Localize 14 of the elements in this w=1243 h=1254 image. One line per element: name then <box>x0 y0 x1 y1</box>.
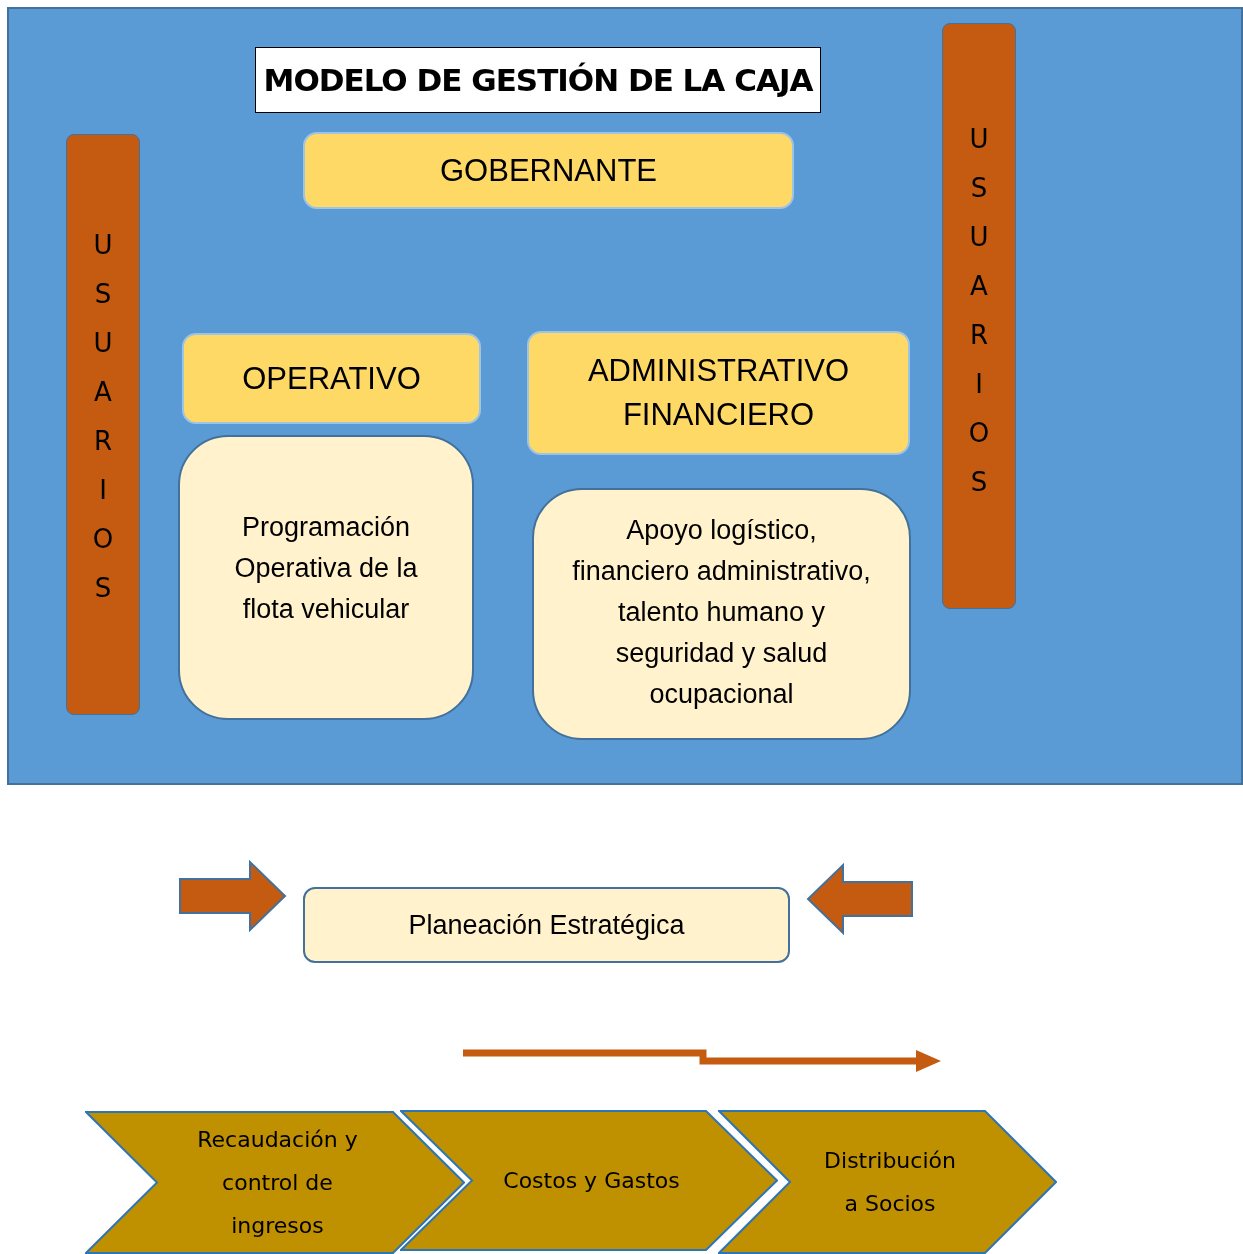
process-box: Planeación Estratégica <box>303 887 790 963</box>
vertical-banner: USUARIOS <box>942 23 1016 609</box>
block-arrow <box>806 862 913 936</box>
content-box: Apoyo logístico, financiero administrativo, talento humano y seguridad y salud ocupacional <box>532 488 911 740</box>
content-box: Programación Operativa de la flota vehicular <box>178 435 474 720</box>
title-box: MODELO DE GESTIÓN DE LA CAJA <box>255 47 821 113</box>
vertical-banner: USUARIOS <box>66 134 140 715</box>
chevron-step: Distribución a Socios <box>718 1110 1057 1254</box>
header-box: ADMINISTRATIVO FINANCIERO <box>527 331 910 455</box>
header-box: OPERATIVO <box>182 333 481 424</box>
header-box: GOBERNANTE <box>303 132 794 209</box>
chevron-step: Recaudación y control de ingresos <box>85 1111 465 1254</box>
chevron-step: Costos y Gastos <box>400 1110 778 1251</box>
block-arrow <box>179 859 287 933</box>
